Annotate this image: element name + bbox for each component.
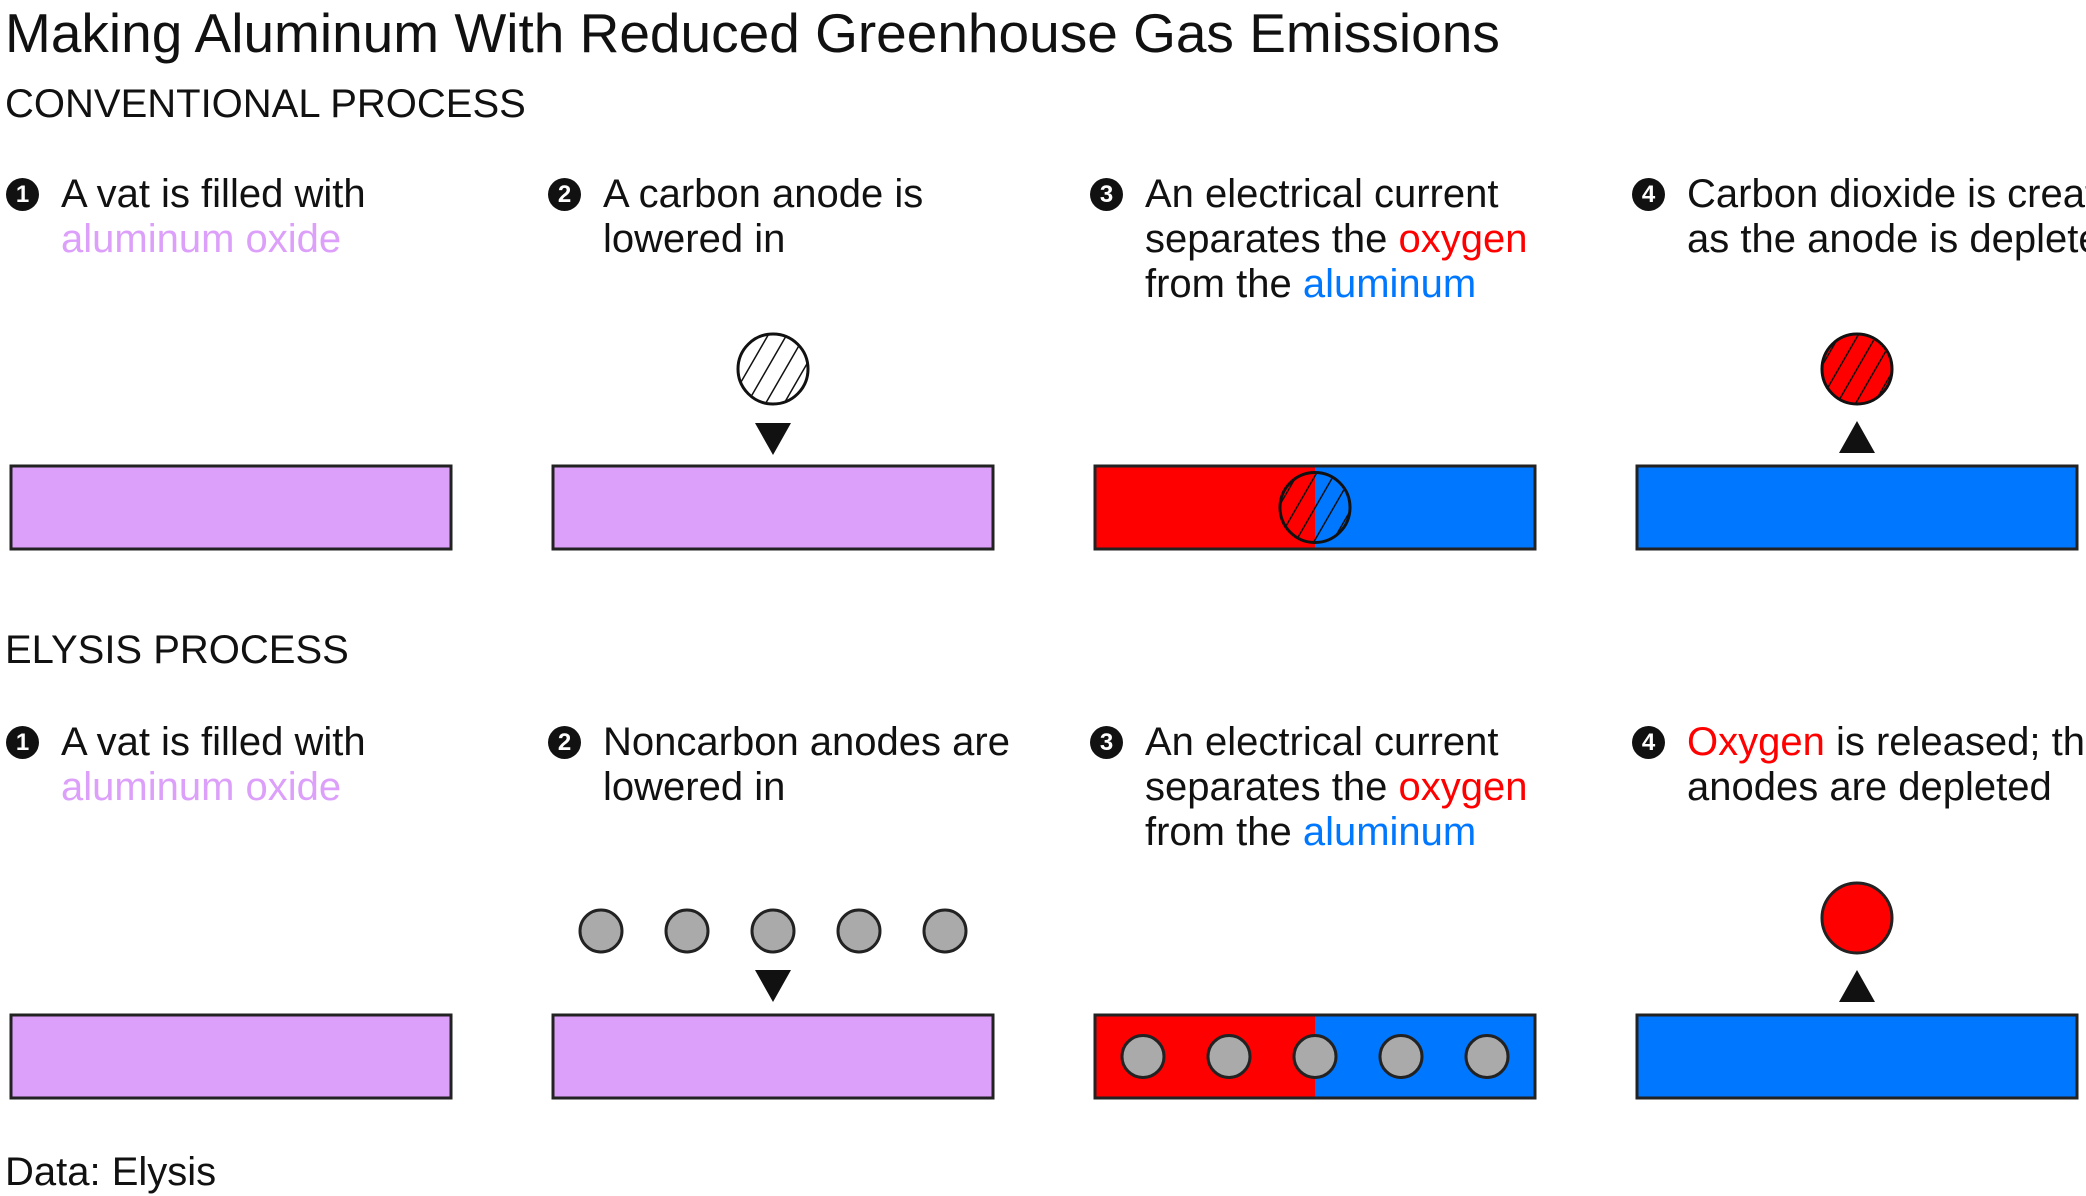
arrow-down-icon — [755, 423, 791, 455]
arrow-up-icon — [1839, 970, 1875, 1002]
noncarbon-anode-icon — [1206, 1034, 1252, 1079]
step-description: Oxygen is released; the anodes are deple… — [1687, 720, 2086, 810]
step-number-badge: 1 — [6, 178, 39, 211]
step-text: Carbon dioxide is created as the anode i… — [1687, 172, 2086, 261]
highlight-oxygen: Oxygen — [1687, 720, 1825, 764]
noncarbon-anode-icon — [1120, 1034, 1166, 1079]
noncarbon-anode-icon — [922, 908, 968, 954]
carbon-dioxide-icon — [1820, 332, 1894, 406]
step-description: A vat is filled with aluminum oxide — [61, 172, 531, 262]
carbon-anode-icon — [736, 332, 810, 406]
section-label-elysis: ELYSIS PROCESS — [5, 628, 349, 672]
step-text: An electrical current separates the — [1145, 172, 1499, 261]
step-number-badge: 2 — [548, 178, 581, 211]
step-description: Carbon dioxide is created as the anode i… — [1687, 172, 2086, 262]
step-text: from the — [1145, 810, 1303, 854]
step-number-badge: 3 — [1090, 178, 1123, 211]
step-text: A vat is filled with — [61, 720, 366, 764]
highlight-oxygen: oxygen — [1398, 765, 1528, 809]
noncarbon-anode-icon — [836, 908, 882, 954]
step-number-badge: 4 — [1632, 178, 1665, 211]
step-text: An electrical current separates the — [1145, 720, 1499, 809]
source-note: Data: Elysis — [5, 1150, 217, 1194]
vat-separated-aluminum-side — [1315, 466, 1535, 549]
noncarbon-anode-icon — [750, 908, 796, 954]
oxygen-icon — [1820, 881, 1894, 955]
vat-separated — [1093, 464, 1537, 551]
noncarbon-anode-icon — [664, 908, 710, 954]
section-label-conventional: CONVENTIONAL PROCESS — [5, 82, 526, 126]
step-text: from the — [1145, 262, 1303, 306]
step-number-badge: 2 — [548, 726, 581, 759]
arrow-up-icon — [1839, 421, 1875, 453]
step-number-badge: 1 — [6, 726, 39, 759]
highlight-aluminum-oxide: aluminum oxide — [61, 765, 342, 809]
highlight-aluminum-oxide: aluminum oxide — [61, 217, 342, 261]
arrow-down-icon — [755, 970, 791, 1002]
highlight-aluminum: aluminum — [1302, 810, 1477, 854]
highlight-oxygen: oxygen — [1398, 217, 1528, 261]
step-text: A vat is filled with — [61, 172, 366, 216]
vat-aluminum — [1635, 464, 2079, 551]
step-description: A vat is filled with aluminum oxide — [61, 720, 531, 810]
vat-aluminum-oxide — [551, 1013, 995, 1100]
vat-separated-oxygen-side — [1095, 466, 1315, 549]
step-number-badge: 3 — [1090, 726, 1123, 759]
step-description: A carbon anode is lowered in — [603, 172, 1073, 262]
step-description: An electrical current separates the oxyg… — [1145, 720, 1615, 855]
step-text: is released; the anodes are depleted — [1687, 720, 2086, 809]
vat-aluminum-oxide — [9, 1013, 453, 1100]
vat-aluminum — [1635, 1013, 2079, 1100]
noncarbon-anode-icon — [1378, 1034, 1424, 1079]
carbon-anode-icon — [1278, 471, 1352, 544]
highlight-aluminum: aluminum — [1302, 262, 1477, 306]
diagram-title: Making Aluminum With Reduced Greenhouse … — [5, 2, 1500, 64]
noncarbon-anode-icon — [578, 908, 624, 954]
step-number-badge: 4 — [1632, 726, 1665, 759]
noncarbon-anode-icon — [1464, 1034, 1510, 1079]
step-text: A carbon anode is lowered in — [603, 172, 924, 261]
noncarbon-anode-icon — [1292, 1034, 1338, 1079]
vat-aluminum-oxide — [9, 464, 453, 551]
step-description: Noncarbon anodes are lowered in — [603, 720, 1073, 810]
step-text: Noncarbon anodes are lowered in — [603, 720, 1010, 809]
vat-separated — [1093, 1013, 1537, 1100]
vat-aluminum-oxide — [551, 464, 995, 551]
step-description: An electrical current separates the oxyg… — [1145, 172, 1615, 307]
